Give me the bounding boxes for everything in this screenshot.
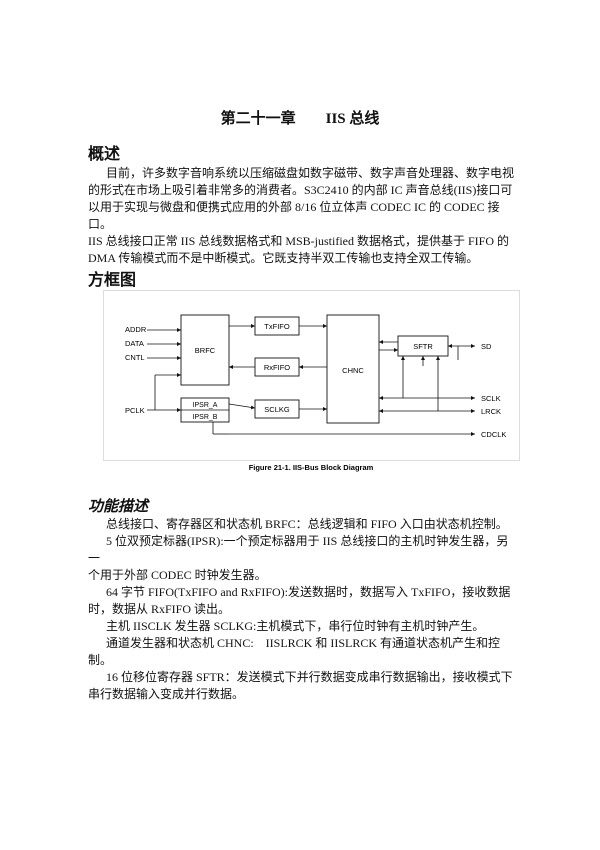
overview-line: 的形式在市场上吸引着非常多的消费者。S3C2410 的内部 IC 声音总线(II… bbox=[88, 183, 513, 197]
list-item-continuation: 制。 bbox=[88, 653, 113, 667]
input-label-addr: ADDR bbox=[125, 325, 147, 334]
list-item: 16 位移位寄存器 SFTR：发送模式下并行数据变成串行数据输出，接收模式下 bbox=[106, 670, 513, 684]
ipsr-b-label: IPSR_B bbox=[193, 414, 218, 421]
overview-paragraph: 目前，许多数字音响系统以压缩磁盘如数字磁带、数字声音处理器、数字电视 的形式在市… bbox=[88, 165, 518, 267]
iis-block-diagram: ADDR DATA CNTL PCLK BRFC IPSR_A IPSR_B T… bbox=[103, 290, 520, 472]
list-item: 5 位双预定标器(IPSR):一个预定标器用于 IIS 总线接口的主机时钟发生器… bbox=[88, 534, 509, 565]
output-label-lrck: LRCK bbox=[481, 407, 501, 416]
overview-line: IIS 总线接口正常 IIS 总线数据格式和 MSB-justified 数据格… bbox=[88, 234, 510, 248]
chnc-block bbox=[326, 314, 380, 424]
function-description-list: 总线接口、寄存器区和状态机 BRFC：总线逻辑和 FIFO 入口由状态机控制。 … bbox=[88, 516, 518, 703]
list-item-continuation: 串行数据输入变成并行数据。 bbox=[88, 687, 245, 701]
function-heading: 功能描述 bbox=[88, 499, 149, 515]
output-label-cdclk: CDCLK bbox=[481, 430, 506, 439]
ipsr-a-label: IPSR_A bbox=[193, 402, 218, 409]
input-label-pclk: PCLK bbox=[125, 406, 145, 415]
output-label-sd: SD bbox=[481, 342, 492, 351]
diagram-border bbox=[103, 290, 520, 461]
list-item: 通道发生器和状态机 CHNC: IISLRCK 和 IISLRCK 有通道状态机… bbox=[106, 636, 501, 650]
overview-line: DMA 传输模式而不是中断模式。它既支持半双工传输也支持全双工传输。 bbox=[88, 251, 479, 265]
chnc-label: CHNC bbox=[342, 366, 364, 375]
brfc-label: BRFC bbox=[195, 346, 216, 355]
block-diagram-heading: 方框图 bbox=[88, 272, 137, 289]
output-label-sclk: SCLK bbox=[481, 394, 501, 403]
page-title: 第二十一章 IIS 总线 bbox=[220, 111, 380, 127]
input-label-data: DATA bbox=[125, 339, 144, 348]
list-item-continuation: 时，数据从 RxFIFO 读出。 bbox=[88, 602, 231, 616]
input-label-cntl: CNTL bbox=[125, 353, 145, 362]
list-item: 总线接口、寄存器区和状态机 BRFC：总线逻辑和 FIFO 入口由状态机控制。 bbox=[106, 517, 508, 531]
list-item: 64 字节 FIFO(TxFIFO and RxFIFO):发送数据时，数据写入… bbox=[106, 585, 511, 599]
list-item-continuation: 个用于外部 CODEC 时钟发生器。 bbox=[88, 568, 267, 582]
brfc-block bbox=[180, 314, 230, 386]
overview-heading: 概述 bbox=[88, 146, 121, 163]
rxfifo-label: RxFIFO bbox=[264, 363, 290, 372]
overview-line: 目前，许多数字音响系统以压缩磁盘如数字磁带、数字声音处理器、数字电视 bbox=[106, 166, 515, 180]
list-item: 主机 IISCLK 发生器 SCLKG:主机模式下，串行位时钟有主机时钟产生。 bbox=[106, 619, 485, 633]
txfifo-label: TxFIFO bbox=[264, 322, 290, 331]
sftr-label: SFTR bbox=[413, 342, 433, 351]
sclkg-label: SCLKG bbox=[264, 405, 290, 414]
figure-caption: Figure 21-1. IIS-Bus Block Diagram bbox=[249, 463, 374, 472]
overview-line: 以用于实现与微盘和便携式应用的外部 8/16 位立体声 CODEC IC 的 C… bbox=[88, 200, 500, 231]
